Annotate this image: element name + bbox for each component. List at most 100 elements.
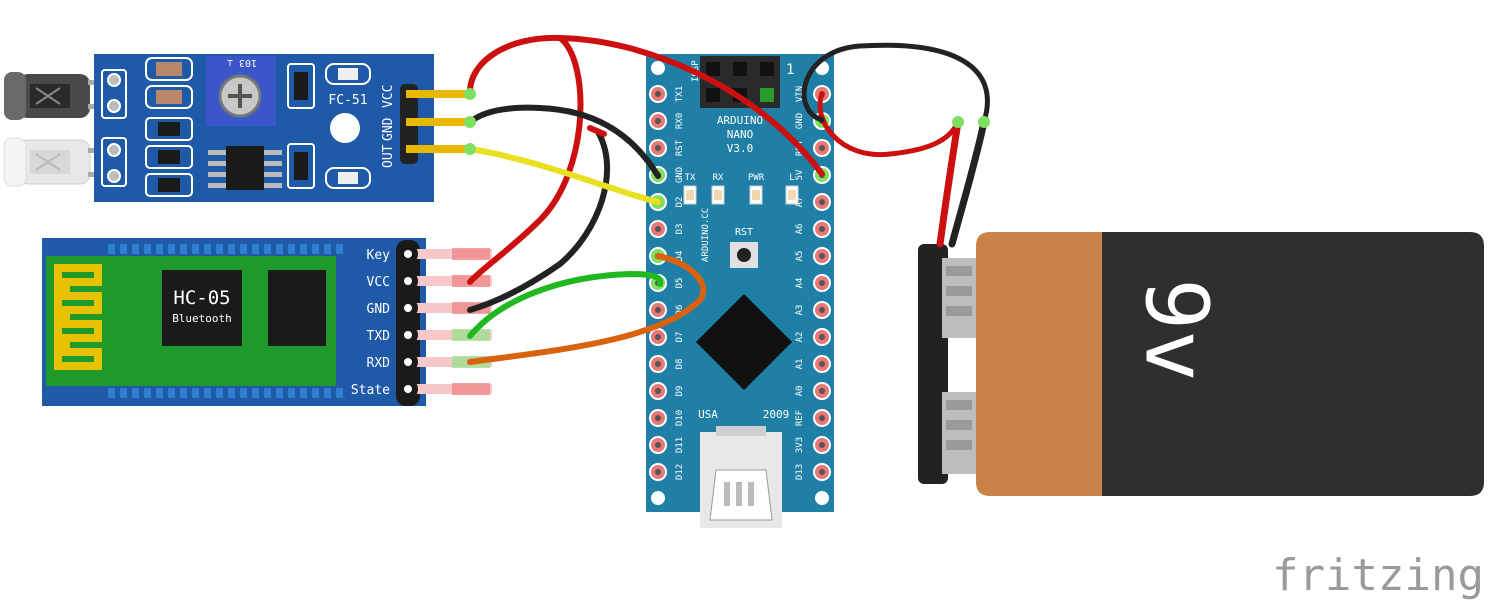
nano-pin-hole [819,226,825,232]
led-label-pwr: PWR [748,173,765,183]
battery-cap [976,232,1102,496]
nano-pin-hole [655,91,661,97]
power-led [325,63,371,85]
nano-pin-hole [819,415,825,421]
nano-left-pin-label: RST [675,139,685,156]
nano-left-pin-label: GND [675,167,685,183]
bt-pad [312,244,319,254]
sensor-pin-gnd-label: GND [381,117,396,141]
potentiometer[interactable]: 103 ⊥ [206,56,276,126]
bt-pad [240,244,247,254]
nano-site: ARDUINO.CC [701,208,711,262]
bt-pin-hole [404,385,412,393]
wire-gnd-to-bt-gnd [467,129,611,313]
wire-vin-red [817,91,961,158]
mini-usb-port[interactable] [700,426,782,528]
nano-left-pin-label: D10 [675,410,685,426]
bt-pin-label: VCC [367,275,390,290]
nano-pin-hole [655,361,661,367]
wire-5v-to-sensor-vcc [467,34,825,177]
bt-pin-key[interactable] [406,249,492,259]
nano-pin-hole [655,118,661,124]
bt-pin-state[interactable] [406,384,492,394]
bt-pin-label: TXD [367,329,391,344]
ir-receiver-led [3,137,108,187]
obstacle-led [325,167,371,189]
bt-pin-vcc[interactable] [406,276,492,286]
bt-pin-hole [404,277,412,285]
led-label-tx: TX [685,173,696,183]
bt-pads-top [108,244,343,254]
nano-left-pin-label: D9 [675,386,685,397]
mounting-hole [330,113,360,143]
nano-pin-hole [655,388,661,394]
bt-pin-rxd[interactable] [406,357,492,367]
nano-right-pin-label: VIN [795,86,805,102]
bt-pad [144,244,151,254]
nano-pin-hole [655,334,661,340]
nano-pin-hole [655,307,661,313]
header-number: 1 [786,62,794,78]
nano-right-pin-label: A7 [795,197,805,208]
bt-pad [228,388,235,398]
bt-pad [336,244,343,254]
comparator-ic [208,146,282,190]
nano-right-pin-label: A2 [795,332,805,343]
bt-pad [156,244,163,254]
bt-pad [108,388,115,398]
connection-points [464,88,990,155]
bt-pad [276,244,283,254]
bt-pad [336,388,343,398]
sensor-pin-out[interactable] [406,145,472,153]
wire-5v-to-bt-vcc [467,35,584,285]
bt-pad [180,244,187,254]
nano-right-pin-label: D13 [795,464,805,480]
bt-pin-label: Key [367,248,391,263]
battery-lead-black [948,118,988,248]
pot-marking: 103 ⊥ [227,57,257,68]
nano-pin-hole [655,469,661,475]
bt-antenna [54,264,102,370]
sensor-pin-out-label: OUT [381,144,396,168]
bt-pin-txd[interactable] [406,330,492,340]
wire-gnd-black [801,42,990,125]
nano-left-pin-label: D4 [675,251,685,262]
bt-pad [288,244,295,254]
nano-right-pin-label: A3 [795,305,805,316]
bt-model-label: HC-05 [173,287,230,309]
sensor-pin-gnd[interactable] [406,118,472,126]
bt-pad [156,388,163,398]
bt-pad [120,388,127,398]
nano-right-pin-label: A5 [795,251,805,262]
nano-left-pin-label: D5 [675,278,685,289]
wire-red-cap [587,125,607,137]
nano-left-pin-label: D7 [675,332,685,343]
nano-pin-hole [655,442,661,448]
bt-pad [264,388,271,398]
nano-left-pin-label: D2 [675,197,685,208]
bt-pad [300,244,307,254]
bt-pad [144,388,151,398]
bt-pin-hole [404,304,412,312]
bt-pin-label: State [351,383,390,398]
nano-pin-hole [819,469,825,475]
atmega-chip [695,293,793,391]
bt-pad [240,388,247,398]
nano-year: 2009 [763,408,790,421]
nano-pin-hole [819,442,825,448]
battery-9v: 9v [918,232,1484,496]
nano-left-pin-label: D11 [675,437,685,453]
bt-subtitle-label: Bluetooth [172,312,232,325]
sensor-pin-vcc[interactable] [406,90,472,98]
battery-terminal-positive [942,258,976,338]
bt-pin-gnd[interactable] [406,303,492,313]
nano-model: NANO [727,128,754,141]
bt-pad [180,388,187,398]
nano-pin-hole [655,415,661,421]
reset-label: RST [735,227,753,238]
led-lens [714,190,722,200]
